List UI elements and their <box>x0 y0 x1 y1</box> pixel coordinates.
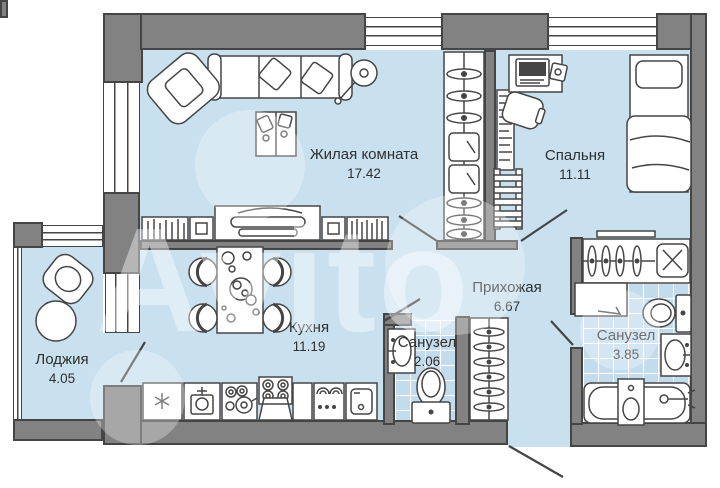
bathroom-sink <box>660 333 692 377</box>
bookshelf <box>346 216 389 241</box>
kitchen-sink <box>183 382 221 421</box>
bedroom-door-gap <box>518 240 572 250</box>
room-area: 17.42 <box>347 165 381 181</box>
room-label-hallway: Прихожая 6.67 <box>472 278 542 315</box>
wall <box>13 222 43 248</box>
wardrobe-living <box>443 51 485 241</box>
oven <box>345 382 378 421</box>
bookshelf <box>141 216 189 241</box>
room-name: Санузел <box>397 334 457 351</box>
dining-table <box>216 246 264 334</box>
room-label-kitchen: Кухня 11.19 <box>289 318 329 355</box>
room-area: 11.19 <box>292 338 326 354</box>
room-area: 11.11 <box>559 166 591 182</box>
room-label-bedroom: Спальня 11.11 <box>545 146 605 183</box>
loggia-table <box>35 300 77 342</box>
wall <box>455 316 470 425</box>
cabinet <box>321 216 346 241</box>
room-area: 2.06 <box>413 353 441 369</box>
ladder-rack <box>493 168 523 230</box>
living-door-gap <box>393 240 436 250</box>
wall <box>103 192 140 274</box>
toilet <box>411 367 451 424</box>
wall <box>436 240 518 250</box>
wall <box>140 240 393 250</box>
wall <box>13 419 103 441</box>
room-name: Санузел <box>596 327 656 344</box>
fridge <box>142 382 183 421</box>
wall <box>103 385 142 445</box>
cabinet <box>189 216 214 241</box>
dish-cabinet <box>313 382 345 421</box>
window-kitchen-loggia <box>105 272 140 333</box>
wall <box>441 13 549 50</box>
wall <box>0 0 8 18</box>
room-label-bath-small: Санузел 2.06 <box>398 333 456 370</box>
armchair <box>146 52 220 125</box>
wall <box>140 13 366 50</box>
wardrobe-hall <box>469 317 509 421</box>
room-name: Лоджия <box>35 351 89 368</box>
counter-appliances <box>221 382 258 421</box>
tv-console <box>214 205 321 241</box>
window-loggia-top <box>42 225 103 247</box>
entry-floor <box>508 420 570 447</box>
counter-cabinet <box>292 382 313 421</box>
game-table <box>255 111 297 157</box>
bathroom-sink <box>387 328 416 374</box>
wall <box>103 13 143 83</box>
stove <box>258 376 293 421</box>
room-label-living: Жилая комната 17.42 <box>310 145 418 182</box>
room-label-bath-big: Санузел 3.85 <box>597 326 655 363</box>
desk-chair <box>501 91 546 130</box>
room-name: Жилая комната <box>309 146 419 163</box>
room-area: 6.67 <box>493 298 521 314</box>
room-name: Кухня <box>288 319 330 336</box>
sofa <box>207 53 353 101</box>
door-swings <box>120 209 574 478</box>
bed <box>626 54 692 193</box>
floor-lamp <box>334 59 378 105</box>
bathtub <box>583 378 696 426</box>
desk <box>508 54 568 93</box>
room-label-loggia: Лоджия 4.05 <box>35 350 88 387</box>
room-area: 4.05 <box>48 370 76 386</box>
toilet <box>642 294 692 333</box>
window-living-west <box>103 82 140 194</box>
dining-chairs <box>188 256 292 334</box>
room-name: Спальня <box>544 147 606 164</box>
loggia-chair <box>42 253 94 305</box>
bathroom-cabinet <box>574 282 628 317</box>
wall <box>570 347 583 425</box>
bath-big-door-gap <box>570 315 583 347</box>
closet-hall <box>582 230 691 284</box>
room-name: Прихожая <box>472 279 542 296</box>
room-area: 3.85 <box>612 346 640 362</box>
wall <box>140 420 508 445</box>
